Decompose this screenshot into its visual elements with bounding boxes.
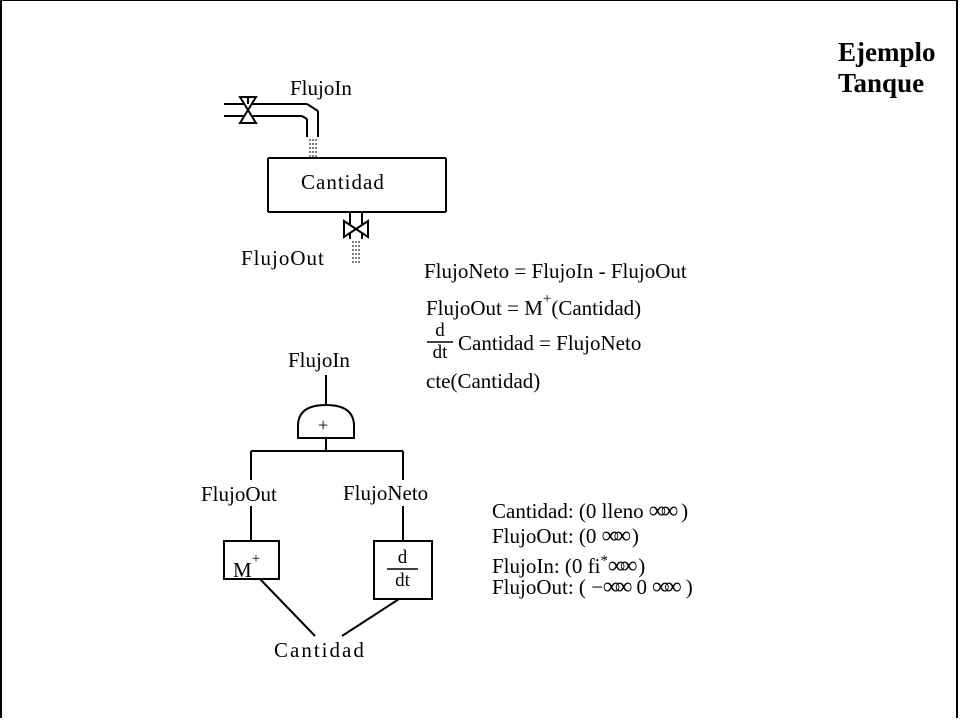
space-flujoin-close: ) <box>638 554 646 578</box>
space-flujoout-1-text: FlujoOut: (0 <box>492 524 602 548</box>
infinity-icon: ∞ <box>601 523 619 549</box>
space-flujoin-star: * <box>600 553 609 569</box>
tank-outflow-label: FlujoOut <box>241 246 325 270</box>
network-flujoin-label: FlujoIn <box>288 348 350 372</box>
equation-net-flow: FlujoNeto = FlujoIn - FlujoOut <box>424 259 687 283</box>
infinity-icon: ∞ <box>661 498 678 524</box>
infinity-icon: ∞ <box>648 498 666 524</box>
mplus-box <box>223 540 280 580</box>
space-flujoin: FlujoIn: (0 fi*∞∞) <box>492 550 646 578</box>
network-flujoout-label: FlujoOut <box>201 482 277 506</box>
network-flujoneto-label: FlujoNeto <box>343 481 429 505</box>
deriv-denominator: dt <box>395 570 410 591</box>
eq3-fraction: d dt <box>423 321 457 363</box>
outlet-valve <box>343 219 369 239</box>
infinity-icon: ∞ <box>664 574 681 600</box>
inlet-pipe-elbow <box>301 115 308 120</box>
eq2-right: (Cantidad) <box>551 296 642 320</box>
network-cantidad-label: Cantidad <box>274 638 366 662</box>
slide-title: Ejemplo Tanque <box>838 37 936 99</box>
mplus-to-cantidad <box>259 578 316 637</box>
mplus-main: M <box>233 558 252 582</box>
infinity-icon: ∞ <box>603 574 620 600</box>
eq2-sup: + <box>542 291 552 307</box>
eq2-left: FlujoOut = M <box>426 296 543 320</box>
inflow-stream <box>309 139 317 158</box>
deriv-box <box>373 540 433 600</box>
adder-shape <box>297 403 355 439</box>
infinity-icon: ∞ <box>652 574 669 600</box>
tank-content-label: Cantidad <box>301 170 385 194</box>
equation-m-plus: FlujoOut = M+(Cantidad) <box>426 291 642 320</box>
inlet-valve <box>238 96 258 124</box>
equation-constant: cte(Cantidad) <box>426 369 541 393</box>
space-minus: − <box>591 575 604 599</box>
space-flujoout-2-close: ) <box>680 575 693 599</box>
space-flujoout-1-close: ) <box>631 524 639 548</box>
tank-inflow-label: FlujoIn <box>290 76 352 100</box>
title-line-2: Tanque <box>838 68 925 98</box>
deriv-box-label: d dt <box>387 548 418 591</box>
outflow-stream <box>352 241 360 265</box>
infinity-icon: ∞ <box>613 523 631 549</box>
space-flujoout-2: FlujoOut: ( −∞∞ 0 ∞∞ ) <box>492 574 693 600</box>
deriv-numerator: d <box>397 547 408 568</box>
mplus-sup: + <box>251 551 261 567</box>
space-mid: 0 <box>631 575 653 599</box>
deriv-to-cantidad <box>341 598 400 637</box>
inlet-pipe-outer-down <box>306 103 319 112</box>
space-flujoin-text: FlujoIn: (0 fi <box>492 554 601 578</box>
equation-derivative: Cantidad = FlujoNeto <box>458 331 642 355</box>
infinity-icon: ∞ <box>615 574 632 600</box>
space-cantidad: Cantidad: (0 lleno ∞∞) <box>492 498 689 524</box>
space-cantidad-text: Cantidad: (0 lleno <box>492 499 649 523</box>
title-line-1: Ejemplo <box>838 37 936 67</box>
mplus-box-label: M+ <box>233 551 261 582</box>
space-flujoout-2-text: FlujoOut: ( <box>492 575 592 599</box>
adder-symbol: + <box>318 415 329 435</box>
eq3-numerator: d <box>435 320 445 341</box>
space-cantidad-close: ) <box>681 499 689 523</box>
eq3-denominator: dt <box>432 342 448 363</box>
space-flujoout-1: FlujoOut: (0 ∞∞) <box>492 523 639 549</box>
